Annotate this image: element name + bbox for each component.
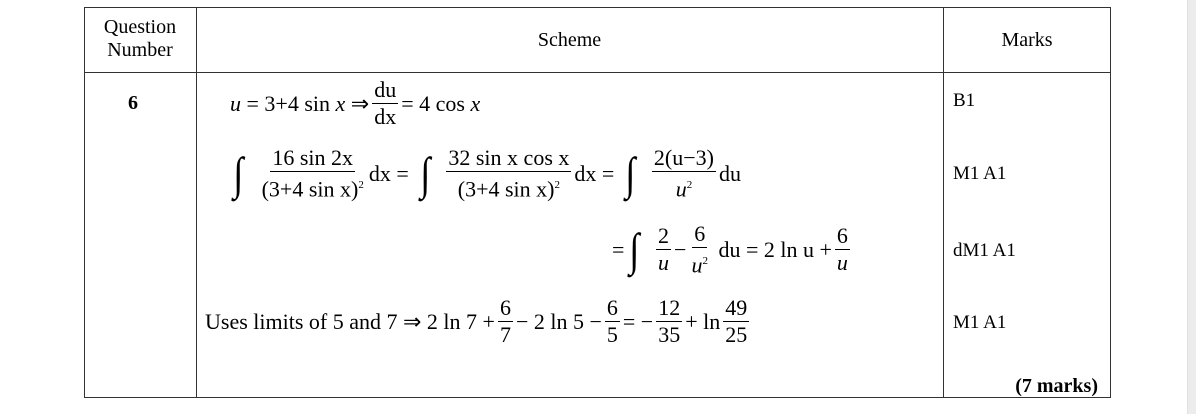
integral-sign: ∫ — [625, 147, 636, 199]
numerator: 6 — [834, 223, 850, 251]
denominator: 25 — [725, 322, 748, 347]
column-divider — [196, 8, 197, 397]
exponent: 2 — [702, 255, 708, 267]
math-text: du — [718, 160, 741, 186]
math-text: dx = — [574, 160, 615, 186]
numerator: 2(u−3) — [651, 145, 716, 172]
math-text: − 2 ln 5 − — [515, 308, 602, 334]
fraction: 16 sin 2x(3+4 sin x)2 — [260, 146, 366, 201]
mark-scheme-table — [84, 7, 1111, 398]
exponent: 2 — [358, 179, 364, 191]
mark-line-2: M1 A1 — [953, 163, 1007, 184]
math-var: u — [691, 252, 703, 278]
denominator: (3+4 sin x)2 — [260, 172, 366, 201]
scheme-line-2: ∫ 16 sin 2x(3+4 sin x)2 dx = ∫ 32 sin x … — [232, 146, 741, 201]
header-scheme: Scheme — [537, 29, 602, 51]
denominator: u2 — [689, 248, 710, 277]
math-text: = − — [622, 308, 654, 334]
math-var: x — [335, 90, 346, 116]
total-marks: (7 marks) — [1015, 375, 1098, 397]
numerator: 32 sin x cos x — [446, 145, 572, 172]
math-text: du = 2 ln u + — [712, 236, 832, 262]
math-text: = — [612, 236, 625, 262]
mark-line-1: B1 — [953, 90, 976, 111]
exponent: 2 — [686, 179, 693, 191]
math-text: dx = — [368, 160, 409, 186]
mark-line-3: dM1 A1 — [953, 240, 1016, 261]
math-var: u — [675, 176, 687, 202]
math-text: ⇒ — [345, 90, 370, 116]
math-text: (3+4 sin x) — [261, 176, 359, 202]
numerator: 16 sin 2x — [270, 145, 356, 172]
numerator: 12 — [656, 295, 683, 322]
numerator: 49 — [723, 295, 750, 322]
numerator: du — [372, 77, 399, 104]
header-text: Number — [107, 39, 173, 61]
math-text: + ln — [685, 308, 721, 334]
header-text: Question — [103, 16, 177, 38]
fraction: 2(u−3)u2 — [651, 145, 716, 201]
denominator: 5 — [606, 322, 618, 347]
denominator: (3+4 sin x)2 — [456, 172, 562, 201]
math-text: = 3+4 sin — [241, 90, 336, 116]
math-text: Uses limits of 5 and 7 ⇒ 2 ln 7 + — [205, 308, 495, 334]
question-number: 6 — [128, 92, 138, 114]
math-text: (3+4 sin x) — [457, 176, 555, 202]
header-marks: Marks — [1001, 29, 1053, 51]
fraction: 32 sin x cos x(3+4 sin x)2 — [446, 145, 572, 201]
denominator: u2 — [674, 172, 695, 201]
numerator: 2 — [656, 223, 672, 251]
header-divider — [85, 72, 1110, 73]
denominator: 7 — [499, 322, 511, 347]
math-text: = 4 cos — [401, 90, 471, 116]
math-var: x — [470, 90, 481, 116]
denominator: u — [836, 250, 848, 276]
math-text: − — [674, 236, 687, 262]
integral-sign: ∫ — [233, 147, 244, 199]
denominator: u — [658, 250, 670, 276]
integral-sign: ∫ — [629, 223, 640, 275]
math-var: u — [230, 90, 241, 116]
denominator: 35 — [658, 322, 681, 347]
denominator: dx — [374, 104, 397, 129]
mark-line-4: M1 A1 — [953, 312, 1007, 333]
scrollbar[interactable] — [1187, 0, 1196, 414]
header-question-number: Question Number — [84, 16, 196, 62]
numerator: 6 — [692, 221, 708, 248]
exponent: 2 — [554, 179, 560, 191]
numerator: 6 — [604, 295, 620, 322]
numerator: 6 — [497, 295, 513, 322]
column-divider — [943, 8, 944, 397]
integral-sign: ∫ — [420, 147, 431, 199]
